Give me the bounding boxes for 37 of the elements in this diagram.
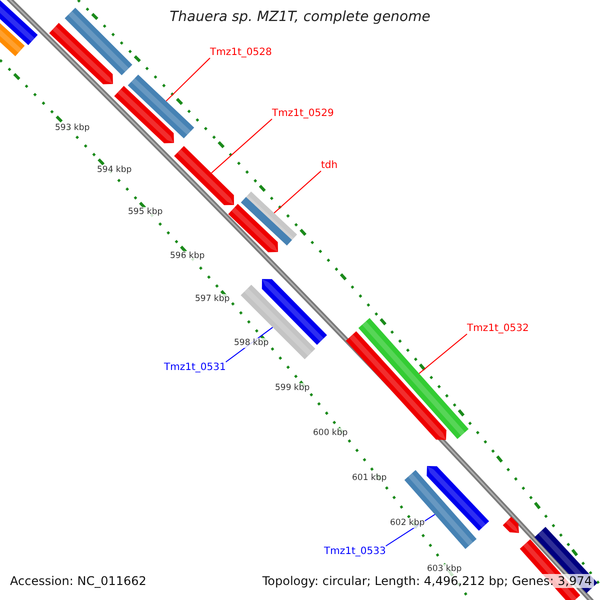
gene-feature-block	[346, 331, 446, 440]
tick-label: 601 kbp	[352, 473, 387, 483]
gene-label: Tmz1t_0528	[210, 47, 272, 58]
gene-label: tdh	[321, 160, 338, 171]
gene-feature-block	[114, 86, 174, 144]
leader-line	[274, 170, 322, 214]
gene-feature-block	[64, 8, 132, 76]
map-title: Thauera sp. MZ1T, complete genome	[170, 9, 430, 25]
tick-label: 596 kbp	[170, 251, 205, 261]
gene-feature-block	[128, 74, 194, 138]
gene-feature-block	[502, 516, 519, 533]
gene-label: Tmz1t_0529	[272, 108, 334, 119]
gene-feature-block	[228, 204, 278, 252]
gene-feature-block	[0, 22, 25, 56]
tick-label: 598 kbp	[234, 338, 269, 348]
tick-label: 600 kbp	[313, 428, 348, 438]
gene-feature-block	[49, 22, 113, 84]
gene-feature-block	[174, 146, 234, 206]
tick-label: 593 kbp	[55, 123, 90, 133]
tick-label: 603 kbp	[427, 564, 462, 574]
leader-line	[418, 334, 468, 374]
gene-label: Tmz1t_0532	[467, 323, 529, 334]
gene-feature-block	[0, 0, 38, 46]
tick-label: 595 kbp	[128, 207, 163, 217]
gene-label: Tmz1t_0533	[324, 546, 386, 557]
gene-feature-block	[404, 470, 477, 549]
tick-label: 602 kbp	[390, 518, 425, 528]
gene-label: Tmz1t_0531	[164, 362, 226, 373]
gene-feature-block	[358, 318, 469, 439]
tick-label: 599 kbp	[275, 383, 310, 393]
leader-line	[210, 118, 272, 174]
genome-info-text: Topology: circular; Length: 4,496,212 bp; Genes: 3,974	[260, 574, 594, 588]
gene-feature-block	[426, 466, 490, 531]
tick-label: 597 kbp	[195, 294, 230, 304]
accession-text: Accession: NC_011662	[8, 574, 148, 588]
leader-line	[166, 58, 210, 102]
tick-label: 594 kbp	[97, 165, 132, 175]
